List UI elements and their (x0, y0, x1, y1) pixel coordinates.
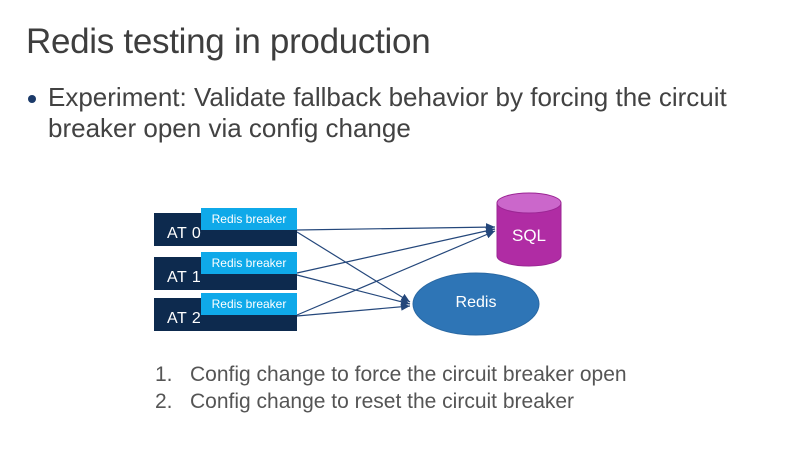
bullet-icon (28, 95, 36, 103)
list-item-1-number: 1. (155, 363, 173, 386)
list-item-2-number: 2. (155, 390, 173, 413)
breaker-box-1-label: Redis breaker (211, 256, 287, 270)
arrow-at1-redis (296, 274, 411, 306)
at-box-1-label: AT 1 (167, 269, 202, 286)
numbered-list: 1. Config change to force the circuit br… (155, 361, 627, 415)
sql-cylinder-top (496, 192, 562, 214)
breaker-box-1: Redis breaker (201, 252, 297, 274)
breaker-box-0: Redis breaker (201, 208, 297, 230)
at-box-2-label: AT 2 (167, 310, 202, 327)
page-title: Redis testing in production (26, 22, 431, 61)
arrow-at2-redis (296, 302, 411, 317)
breaker-box-2-label: Redis breaker (211, 297, 287, 311)
sql-label: SQL (511, 226, 547, 245)
arrow-at2-sql (296, 230, 496, 316)
arrow-lines (296, 223, 496, 317)
sql-cylinder-body (496, 202, 562, 267)
arrow-at1-sql (296, 227, 496, 274)
arrow-at0-sql (296, 223, 496, 232)
bullet-item: Experiment: Validate fallback behavior b… (28, 82, 727, 144)
at-box-2: AT 2 Redis breaker (154, 293, 297, 331)
redis-ellipse (412, 272, 540, 336)
sql-cylinder (496, 192, 562, 267)
breaker-box-0-label: Redis breaker (211, 212, 287, 226)
arrow-at0-redis (296, 231, 411, 303)
redis-label: Redis (455, 294, 497, 311)
at-box-0-label: AT 0 (167, 225, 202, 242)
bullet-text-line-2: breaker open via config change (48, 113, 411, 143)
list-item-1-text: Config change to force the circuit break… (190, 363, 627, 386)
breaker-box-2: Redis breaker (201, 293, 297, 315)
list-item-2: 2. Config change to reset the circuit br… (155, 388, 627, 415)
list-item-1: 1. Config change to force the circuit br… (155, 361, 627, 388)
at-box-1: AT 1 Redis breaker (154, 252, 297, 290)
at-box-0: AT 0 Redis breaker (154, 208, 297, 246)
list-item-2-text: Config change to reset the circuit break… (190, 390, 575, 413)
bullet-text: Experiment: Validate fallback behavior b… (48, 82, 727, 144)
bullet-text-line-1: Experiment: Validate fallback behavior b… (48, 82, 727, 112)
